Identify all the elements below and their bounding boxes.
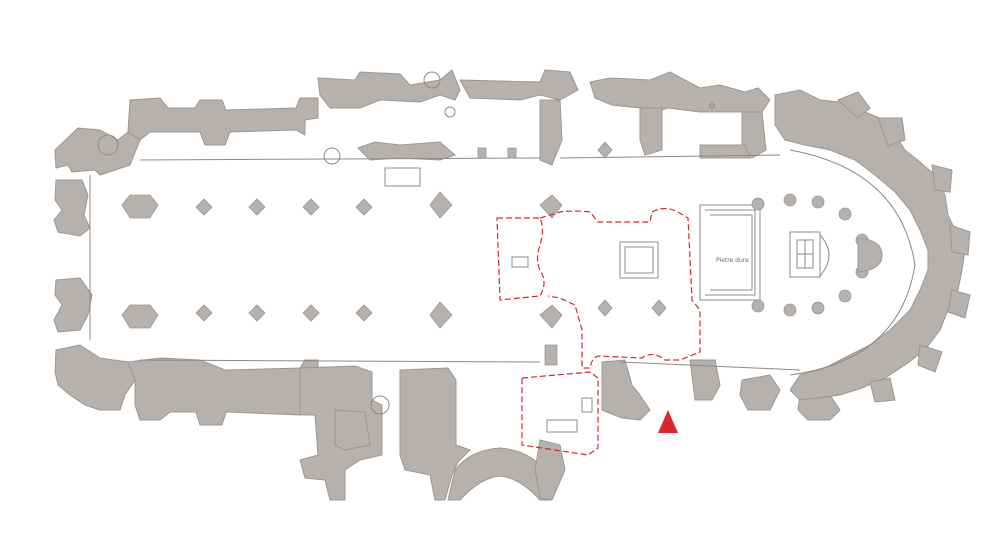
red-triangle-marker-icon: [658, 410, 678, 433]
highlighted-area: [496, 207, 701, 456]
choir: Pietre dure: [699, 102, 883, 317]
outer-walls: [53, 69, 971, 501]
nave-piers: [121, 141, 667, 366]
highlight-south-chapel-outline: [521, 371, 599, 456]
highlight-crossing-outline: [496, 207, 701, 369]
choir-floor-label: Pietre dure: [716, 257, 749, 264]
wall-details: [89, 149, 916, 376]
crossing: [97, 71, 659, 433]
